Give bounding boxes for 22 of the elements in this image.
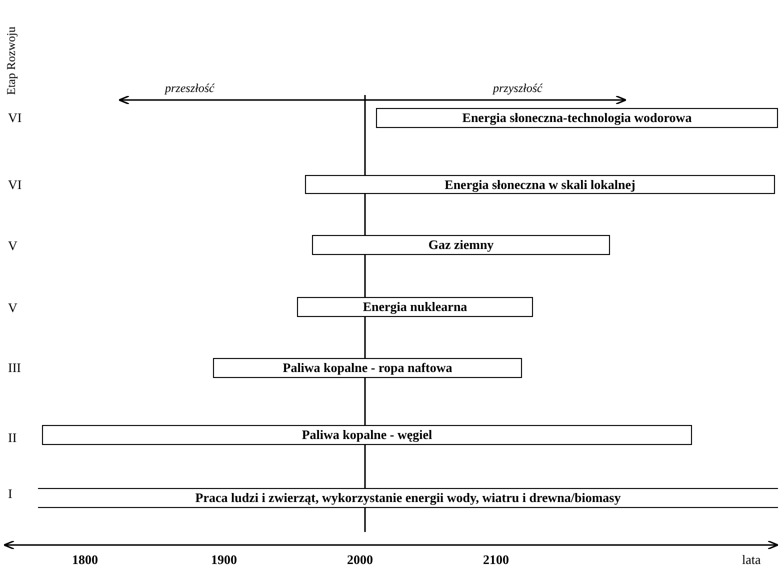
period-bar: Gaz ziemny	[312, 235, 610, 255]
period-bar: Paliwa kopalne - węgiel	[42, 425, 692, 445]
stage-numeral: VI	[8, 110, 22, 126]
direction-label: przyszłość	[493, 81, 542, 96]
direction-label: przeszłość	[165, 81, 214, 96]
period-bar: Energia słoneczna w skali lokalnej	[305, 175, 775, 194]
stage-numeral: V	[8, 238, 18, 254]
year-label: 1800	[72, 552, 98, 566]
period-bar: Praca ludzi i zwierząt, wykorzystanie energii wody, wiatru i drewna/biomasy	[38, 488, 778, 508]
axis-unit: lata	[742, 552, 761, 566]
stage-numeral: II	[8, 430, 17, 446]
year-label: 1900	[211, 552, 237, 566]
stage-numeral: V	[8, 300, 18, 316]
period-bar: Energia słoneczna-technologia wodorowa	[376, 108, 778, 128]
axis-title: Etap Rozwoju	[4, 26, 19, 95]
stage-numeral: VI	[8, 177, 22, 193]
stage-numeral: III	[8, 360, 21, 376]
year-label: 2000	[347, 552, 373, 566]
year-label: 2100	[483, 552, 509, 566]
period-bar: Paliwa kopalne - ropa naftowa	[213, 358, 522, 378]
stage-numeral: I	[8, 486, 12, 502]
period-bar: Energia nuklearna	[297, 297, 533, 317]
